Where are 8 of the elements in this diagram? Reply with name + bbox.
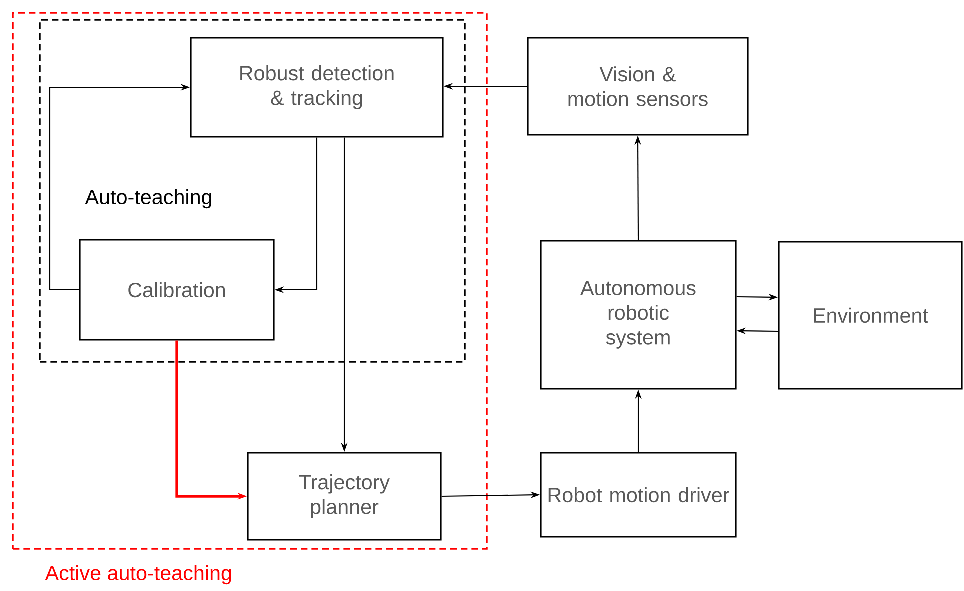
- process-box: Trajectory planner: [247, 452, 442, 541]
- process-box: Autonomous robotic system: [540, 240, 737, 390]
- process-box: Vision & motion sensors: [527, 37, 749, 136]
- node-label: Active auto-teaching: [45, 565, 232, 585]
- process-box: Calibration: [79, 239, 275, 341]
- process-box: Robust detection & tracking: [190, 37, 444, 138]
- process-box: Robot motion driver: [540, 452, 737, 538]
- process-box: Environment: [778, 241, 963, 390]
